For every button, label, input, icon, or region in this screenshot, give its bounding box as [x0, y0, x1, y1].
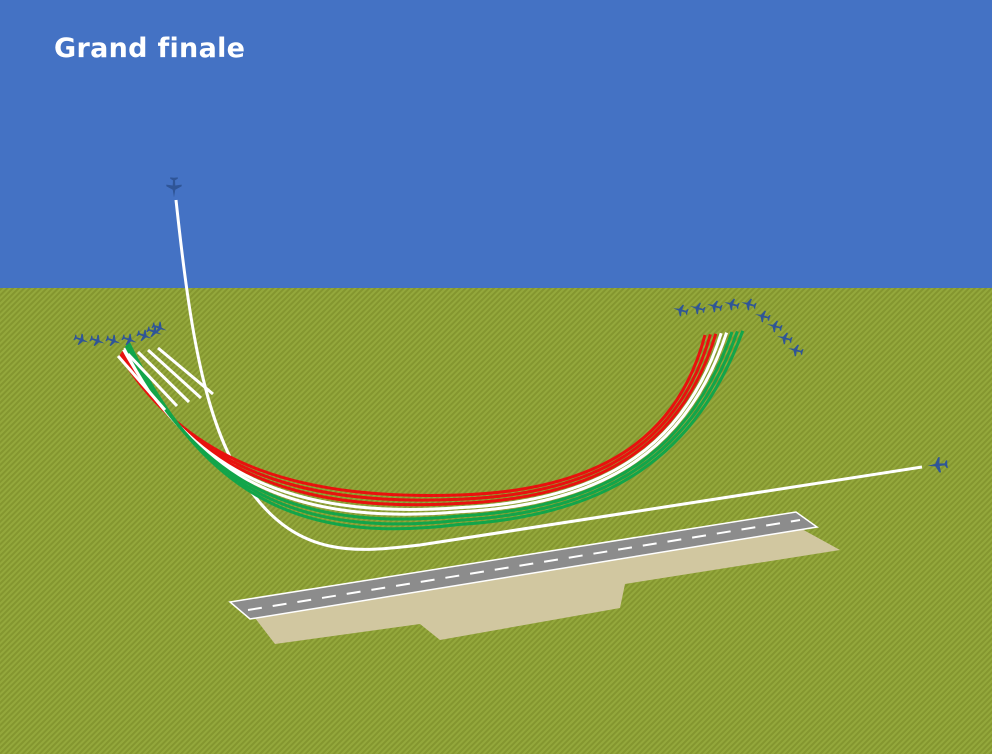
smoke-trail-left-start-4: [157, 346, 214, 396]
smoke-trail-7: [127, 330, 745, 531]
smoke-trail-left-start-0: [116, 355, 167, 411]
smoke-trail-left-start-3: [146, 348, 203, 400]
taxiway: [255, 528, 840, 644]
smoke-trail-left-start-2: [136, 350, 191, 404]
formation-smoke-trails: [116, 330, 745, 531]
smoke-trail-left-start-1: [126, 352, 179, 408]
page-title: Grand finale: [54, 33, 246, 64]
runway: [228, 511, 819, 620]
sky: [0, 0, 992, 290]
